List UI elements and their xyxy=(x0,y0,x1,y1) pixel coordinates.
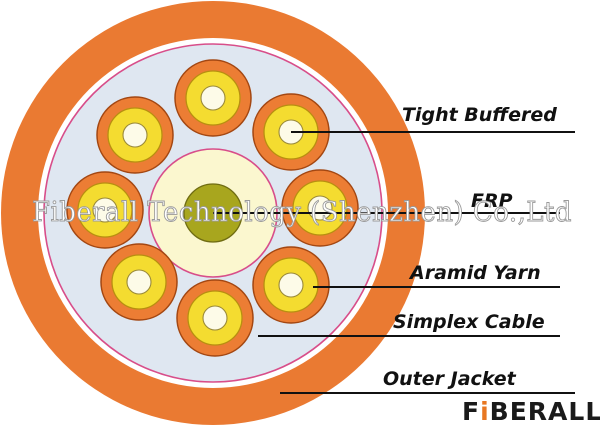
simplex-cable xyxy=(176,279,254,357)
label-outer-jacket: Outer Jacket xyxy=(383,368,517,390)
fiberall-logo: FiBERALL xyxy=(462,397,600,426)
simplex-cable xyxy=(252,246,330,324)
label-simplex-cable: Simplex Cable xyxy=(393,311,545,333)
logo-accent: i xyxy=(480,397,490,426)
simplex-cable xyxy=(281,169,359,247)
simplex-cable xyxy=(96,96,174,174)
simplex-cable xyxy=(174,59,252,137)
label-aramid-yarn: Aramid Yarn xyxy=(408,262,541,284)
logo-prefix: F xyxy=(462,397,480,426)
simplex-cable xyxy=(100,243,178,321)
label-frp: FRP xyxy=(471,190,513,212)
watermark-text: Fiberall Technology (Shenzhen) Co.,Ltd xyxy=(32,197,572,228)
simplex-cable xyxy=(66,171,144,249)
label-tight-buffered: Tight Buffered xyxy=(402,104,557,126)
logo-rest: BERALL xyxy=(490,397,600,426)
